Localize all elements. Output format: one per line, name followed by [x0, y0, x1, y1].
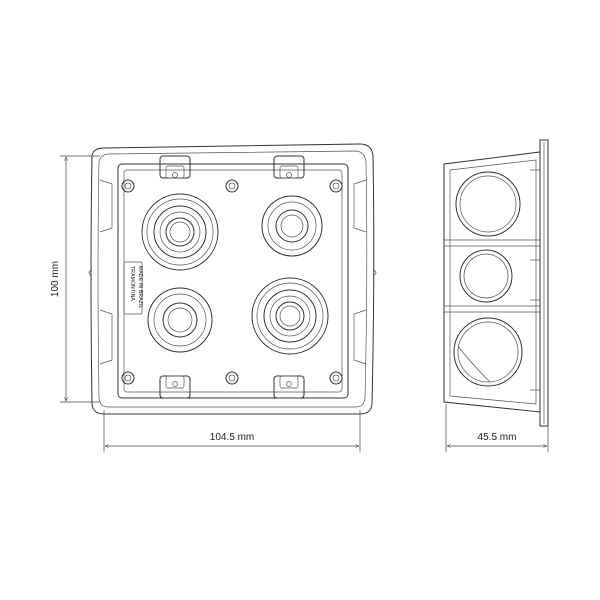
front-view: TRAMONTINA MADE IN BRAZIL [88, 143, 377, 415]
side-knockout-middle [459, 249, 513, 303]
depth-dimension: 45.5 mm [445, 404, 549, 452]
side-knockout-bottom [453, 317, 523, 387]
label-plate: TRAMONTINA MADE IN BRAZIL [123, 261, 143, 315]
mounting-tab-top-left [159, 155, 191, 179]
front-inner-wall [117, 163, 349, 399]
side-view [443, 139, 549, 427]
height-dimension: 100 mm [50, 155, 100, 403]
screw-holes [121, 179, 343, 385]
side-flange [539, 139, 549, 427]
mounting-tab-bottom-left [159, 375, 191, 399]
origin-text: MADE IN BRAZIL [137, 266, 143, 309]
mounting-tabs [159, 155, 305, 399]
knockout-bottom-left [147, 287, 213, 353]
side-ribs-right [530, 169, 540, 391]
depth-label: 45.5 mm [478, 432, 517, 443]
knockout-top-right [261, 195, 323, 257]
front-inner-floor [123, 169, 343, 393]
height-label: 100 mm [50, 261, 61, 297]
knockout-top-left [141, 193, 219, 271]
mounting-tab-bottom-right [273, 375, 305, 399]
width-dimension: 104.5 mm [103, 410, 361, 452]
front-inner-flange [97, 150, 368, 408]
knockout-bottom-right [251, 277, 329, 355]
side-knockout-top [455, 171, 521, 237]
width-label: 104.5 mm [210, 432, 254, 443]
mounting-tab-top-right [273, 155, 305, 179]
brand-text: TRAMONTINA [129, 266, 135, 302]
side-body-inner [449, 159, 537, 405]
side-ribs [88, 179, 377, 365]
